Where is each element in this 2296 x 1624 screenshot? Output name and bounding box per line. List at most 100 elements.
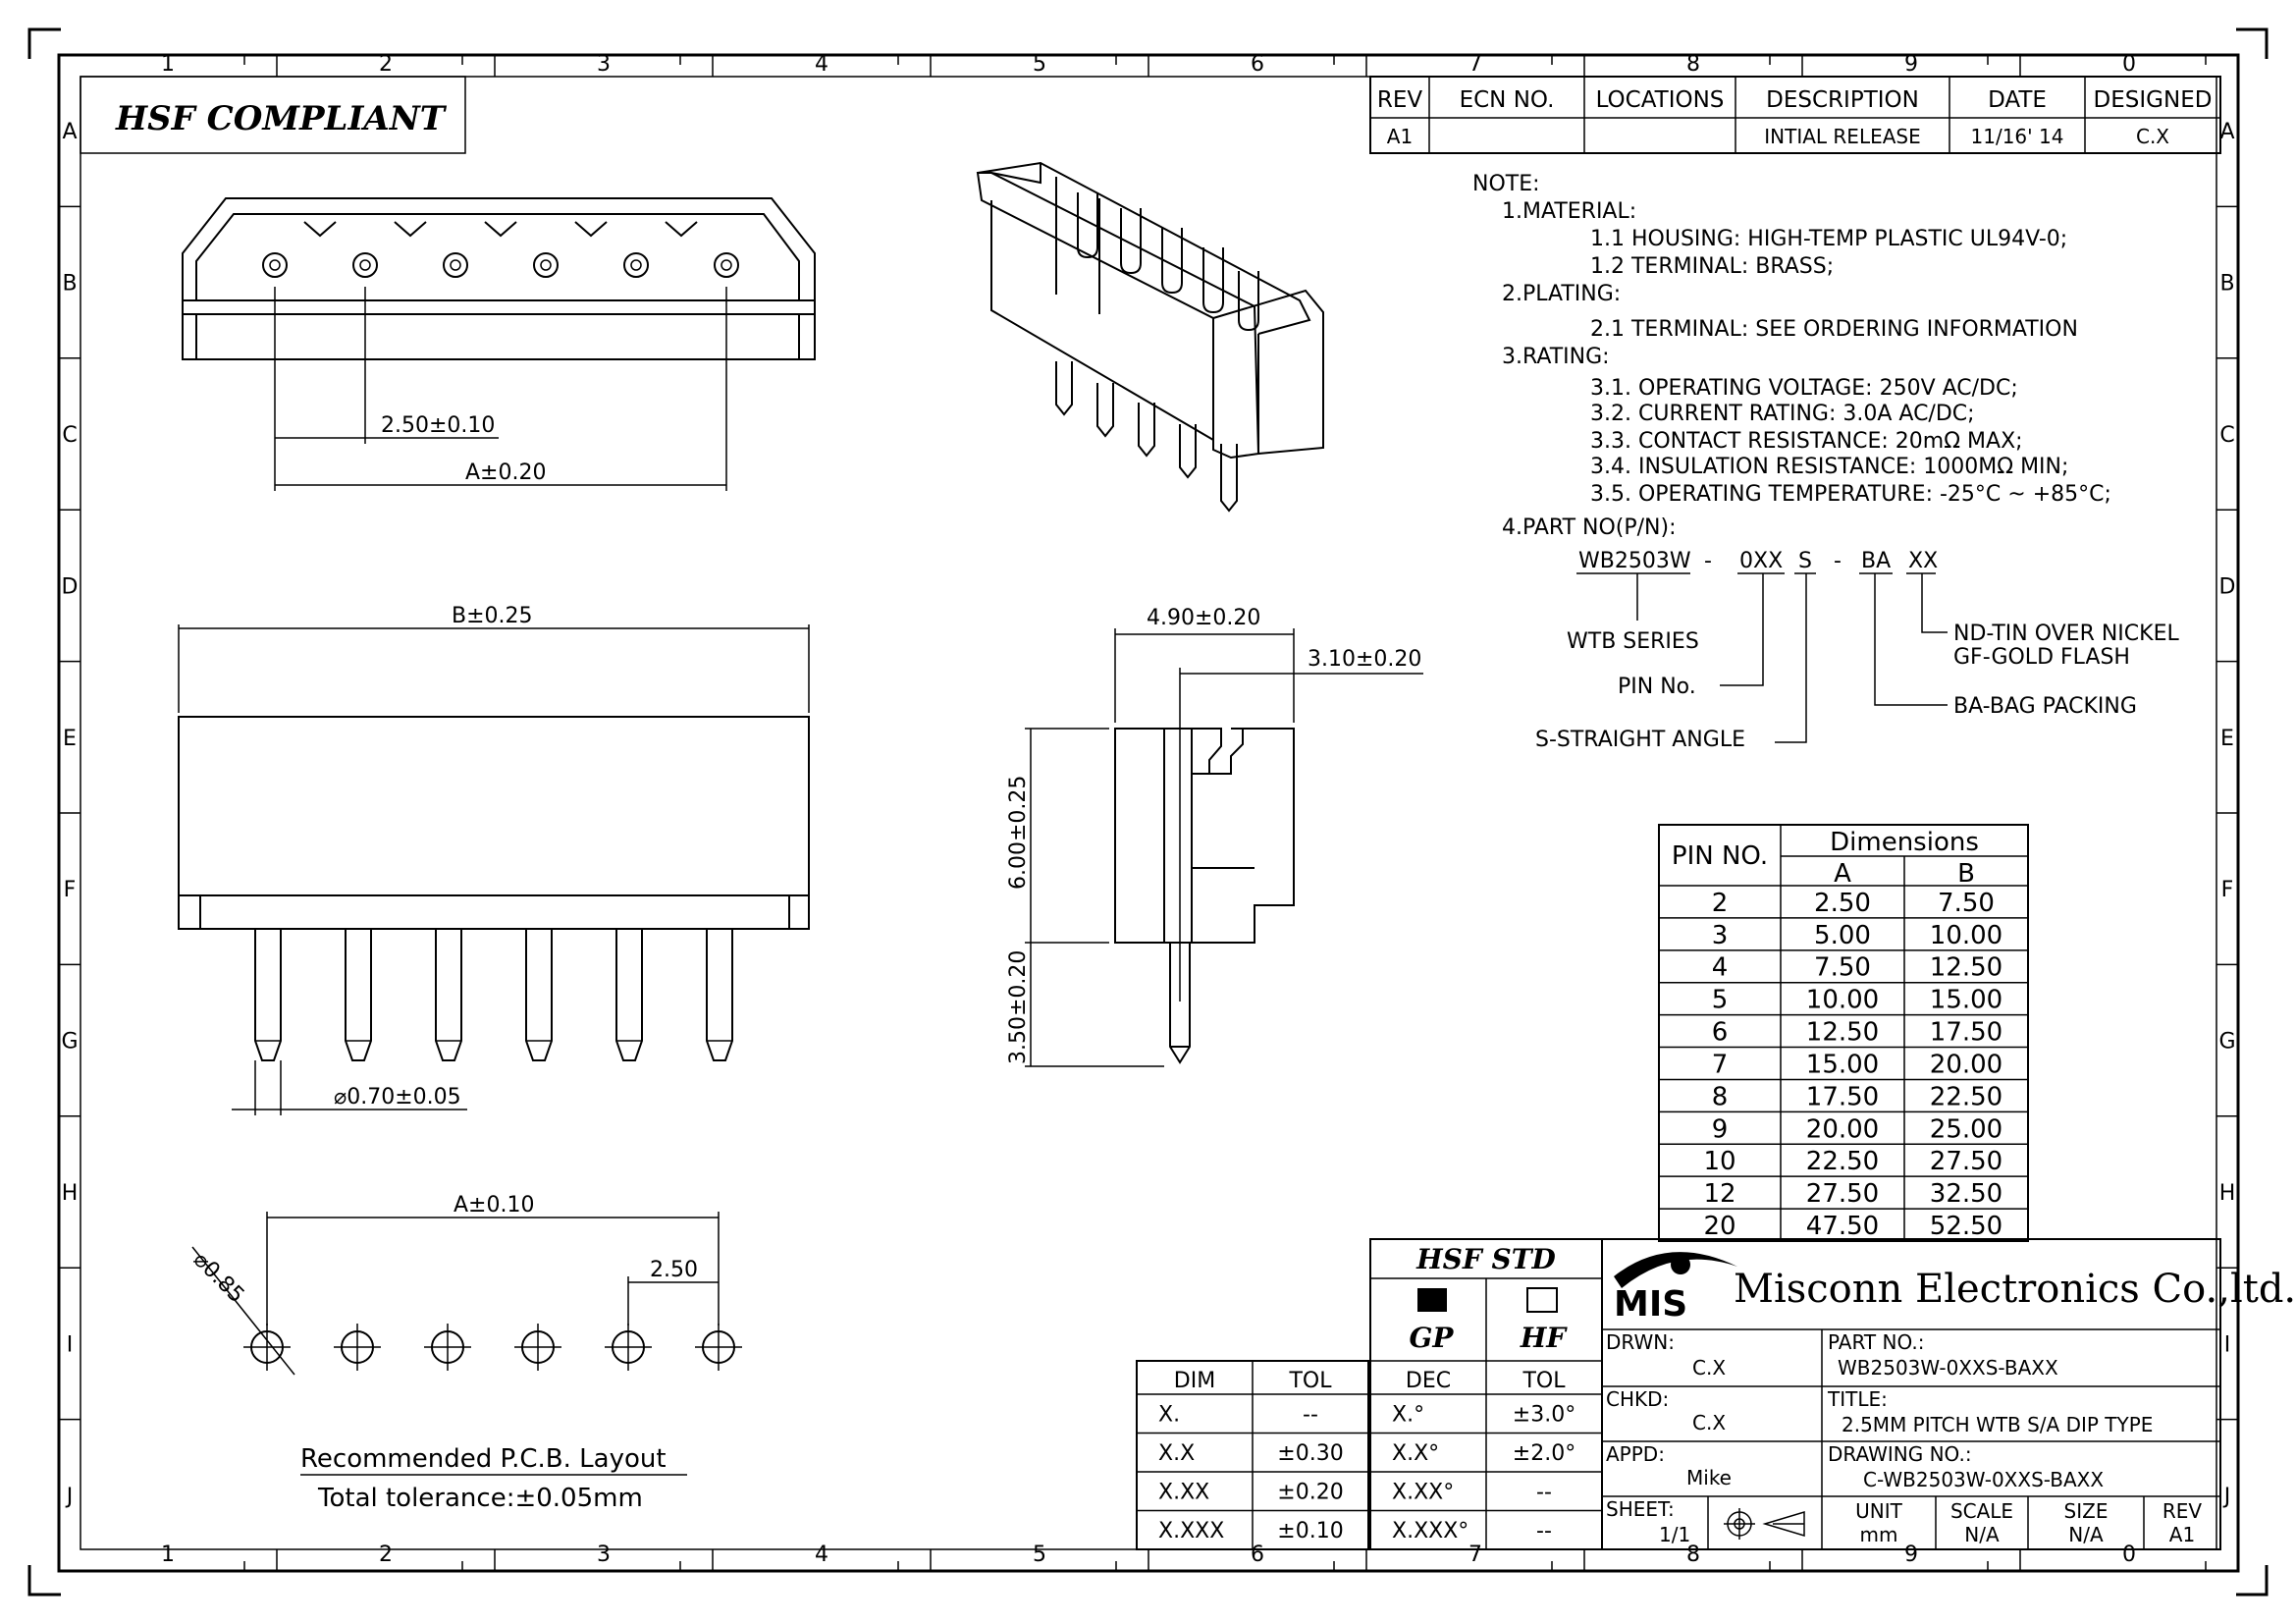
note-9: 3.3. CONTACT RESISTANCE: 20mΩ MAX; [1590, 429, 2023, 454]
tol-value: ±3.0° [1513, 1403, 1575, 1428]
rev-value: A1 [2169, 1523, 2195, 1546]
pn-legend-series: WTB SERIES [1567, 629, 1699, 654]
tol-header: TOL [1522, 1369, 1566, 1393]
drwn-label: DRWN: [1606, 1330, 1675, 1354]
dim-table-cell: 25.00 [1930, 1114, 2002, 1144]
rev-value-description: INTIAL RELEASE [1764, 125, 1920, 148]
tol-header: DIM [1174, 1369, 1215, 1393]
zone-row-left-5: F [64, 878, 77, 902]
dim-a-top: A±0.20 [465, 460, 546, 485]
zone-row-right-1: B [2219, 272, 2234, 297]
dim-table-header-pin: PIN NO. [1672, 841, 1768, 871]
dim-pcb-a: A±0.10 [454, 1193, 534, 1218]
rev-value-date: 11/16' 14 [1971, 125, 2064, 148]
zone-col-top-5: 6 [1251, 52, 1264, 77]
dim-table-cell: 7 [1712, 1050, 1729, 1079]
dim-table-cell: 10.00 [1930, 921, 2002, 950]
top-view-dimensions [274, 287, 727, 491]
note-2: 1.1 HOUSING: HIGH-TEMP PLASTIC UL94V-0; [1590, 227, 2067, 251]
note-1: 1.MATERIAL: [1502, 199, 1636, 224]
dim-table-cell: 15.00 [1930, 986, 2002, 1015]
dim-table-cell: 6 [1712, 1018, 1729, 1048]
zone-col-top-0: 1 [161, 52, 175, 77]
zone-col-top-9: 0 [2122, 52, 2136, 77]
projection-symbol-icon [1724, 1508, 1805, 1540]
note-5: 2.1 TERMINAL: SEE ORDERING INFORMATION [1590, 317, 2078, 342]
tol-dim: X.XXX° [1392, 1519, 1468, 1543]
zone-row-right-5: F [2221, 878, 2234, 902]
gp-filled-square [1417, 1288, 1447, 1312]
company-name: Misconn Electronics Co.,ltd. [1734, 1267, 2296, 1312]
scale-value: N/A [1964, 1523, 2000, 1546]
tol-header: DEC [1406, 1369, 1451, 1393]
zone-row-left-3: D [62, 574, 79, 599]
zone-col-bottom-2: 3 [597, 1543, 611, 1567]
zone-row-left-7: H [62, 1181, 79, 1206]
compliance-box: HSF COMPLIANT [80, 76, 466, 154]
dim-b-front: B±0.25 [452, 604, 533, 628]
top-pin-hole [262, 252, 288, 278]
chkd-label: CHKD: [1606, 1387, 1669, 1411]
tol-dim: X.X° [1392, 1441, 1439, 1466]
dim-table-cell: 27.50 [1806, 1179, 1879, 1209]
part-label: PART NO.: [1828, 1330, 1924, 1354]
zone-col-top-6: 7 [1468, 52, 1482, 77]
unit-value: mm [1860, 1523, 1898, 1546]
top-pin-hole [533, 252, 559, 278]
zone-col-top-2: 3 [597, 52, 611, 77]
tol-dim: X.XXX [1158, 1519, 1224, 1543]
dim-table-cell: 47.50 [1806, 1212, 1879, 1241]
front-pin [706, 929, 733, 1061]
pcb-layout-title: Recommended P.C.B. Layout [300, 1444, 667, 1474]
pn-dash-2: - [1834, 549, 1842, 573]
front-pin [345, 929, 372, 1061]
pn-legend-pin: PIN No. [1618, 675, 1696, 699]
pn-pins: 0XX [1739, 549, 1783, 573]
zone-row-left-2: C [62, 423, 77, 448]
top-view-pin-holes [262, 252, 739, 278]
part-number-breakdown: WB2503W - 0XX S - BA XX WTB SERIES PIN N… [1535, 549, 2179, 752]
pn-packing: BA [1861, 549, 1891, 573]
part-number-leaders [1576, 572, 1948, 743]
rev-value-rev: A1 [1387, 125, 1413, 148]
zone-row-right-3: D [2219, 574, 2236, 599]
dim-table-cell: 12.50 [1930, 953, 2002, 983]
zone-row-left-4: E [63, 727, 77, 751]
drawing-label: DRAWING NO.: [1828, 1442, 1972, 1466]
dim-table-cell: 20 [1703, 1212, 1735, 1241]
compliance-text: HSF COMPLIANT [115, 99, 448, 138]
title-label: TITLE: [1827, 1387, 1888, 1411]
rev-header-date: DATE [1988, 87, 2047, 113]
dim-table-cell: 9 [1712, 1114, 1729, 1144]
zone-row-left-9: J [65, 1485, 74, 1509]
notes: NOTE: 1.MATERIAL: 1.1 HOUSING: HIGH-TEMP… [1472, 172, 2111, 540]
appd-label: APPD: [1606, 1442, 1665, 1466]
tol-dim: X. [1158, 1403, 1180, 1428]
isometric-view [976, 161, 1324, 513]
zone-row-right-2: C [2219, 423, 2234, 448]
dim-table-cell: 2 [1712, 889, 1729, 918]
pn-dash-1: - [1704, 549, 1712, 573]
front-view-pins [254, 929, 733, 1061]
title-value: 2.5MM PITCH WTB S/A DIP TYPE [1842, 1413, 2153, 1436]
dim-table-cell: 7.50 [1938, 889, 1995, 918]
zone-row-left-8: I [67, 1332, 74, 1357]
dim-table-cell: 3 [1712, 921, 1729, 950]
corner-marks [27, 27, 2269, 1597]
zone-col-bottom-4: 5 [1033, 1543, 1046, 1567]
hsf-gp: GP [1410, 1322, 1455, 1354]
logo-text: MIS [1614, 1284, 1687, 1325]
dim-table-cell: 22.50 [1806, 1147, 1879, 1176]
zone-row-right-6: G [2218, 1030, 2235, 1055]
pn-straight: S [1798, 549, 1812, 573]
dim-table-cell: 12.50 [1806, 1018, 1879, 1048]
tol-header: TOL [1288, 1369, 1332, 1393]
pn-legend-packing: BA-BAG PACKING [1953, 694, 2137, 719]
note-3: 1.2 TERMINAL: BRASS; [1590, 254, 1834, 279]
hsf-std-title: HSF STD [1415, 1243, 1556, 1275]
dim-side-width-1: 4.90±0.20 [1147, 606, 1260, 630]
front-pin [435, 929, 462, 1061]
zone-col-top-7: 8 [1686, 52, 1700, 77]
